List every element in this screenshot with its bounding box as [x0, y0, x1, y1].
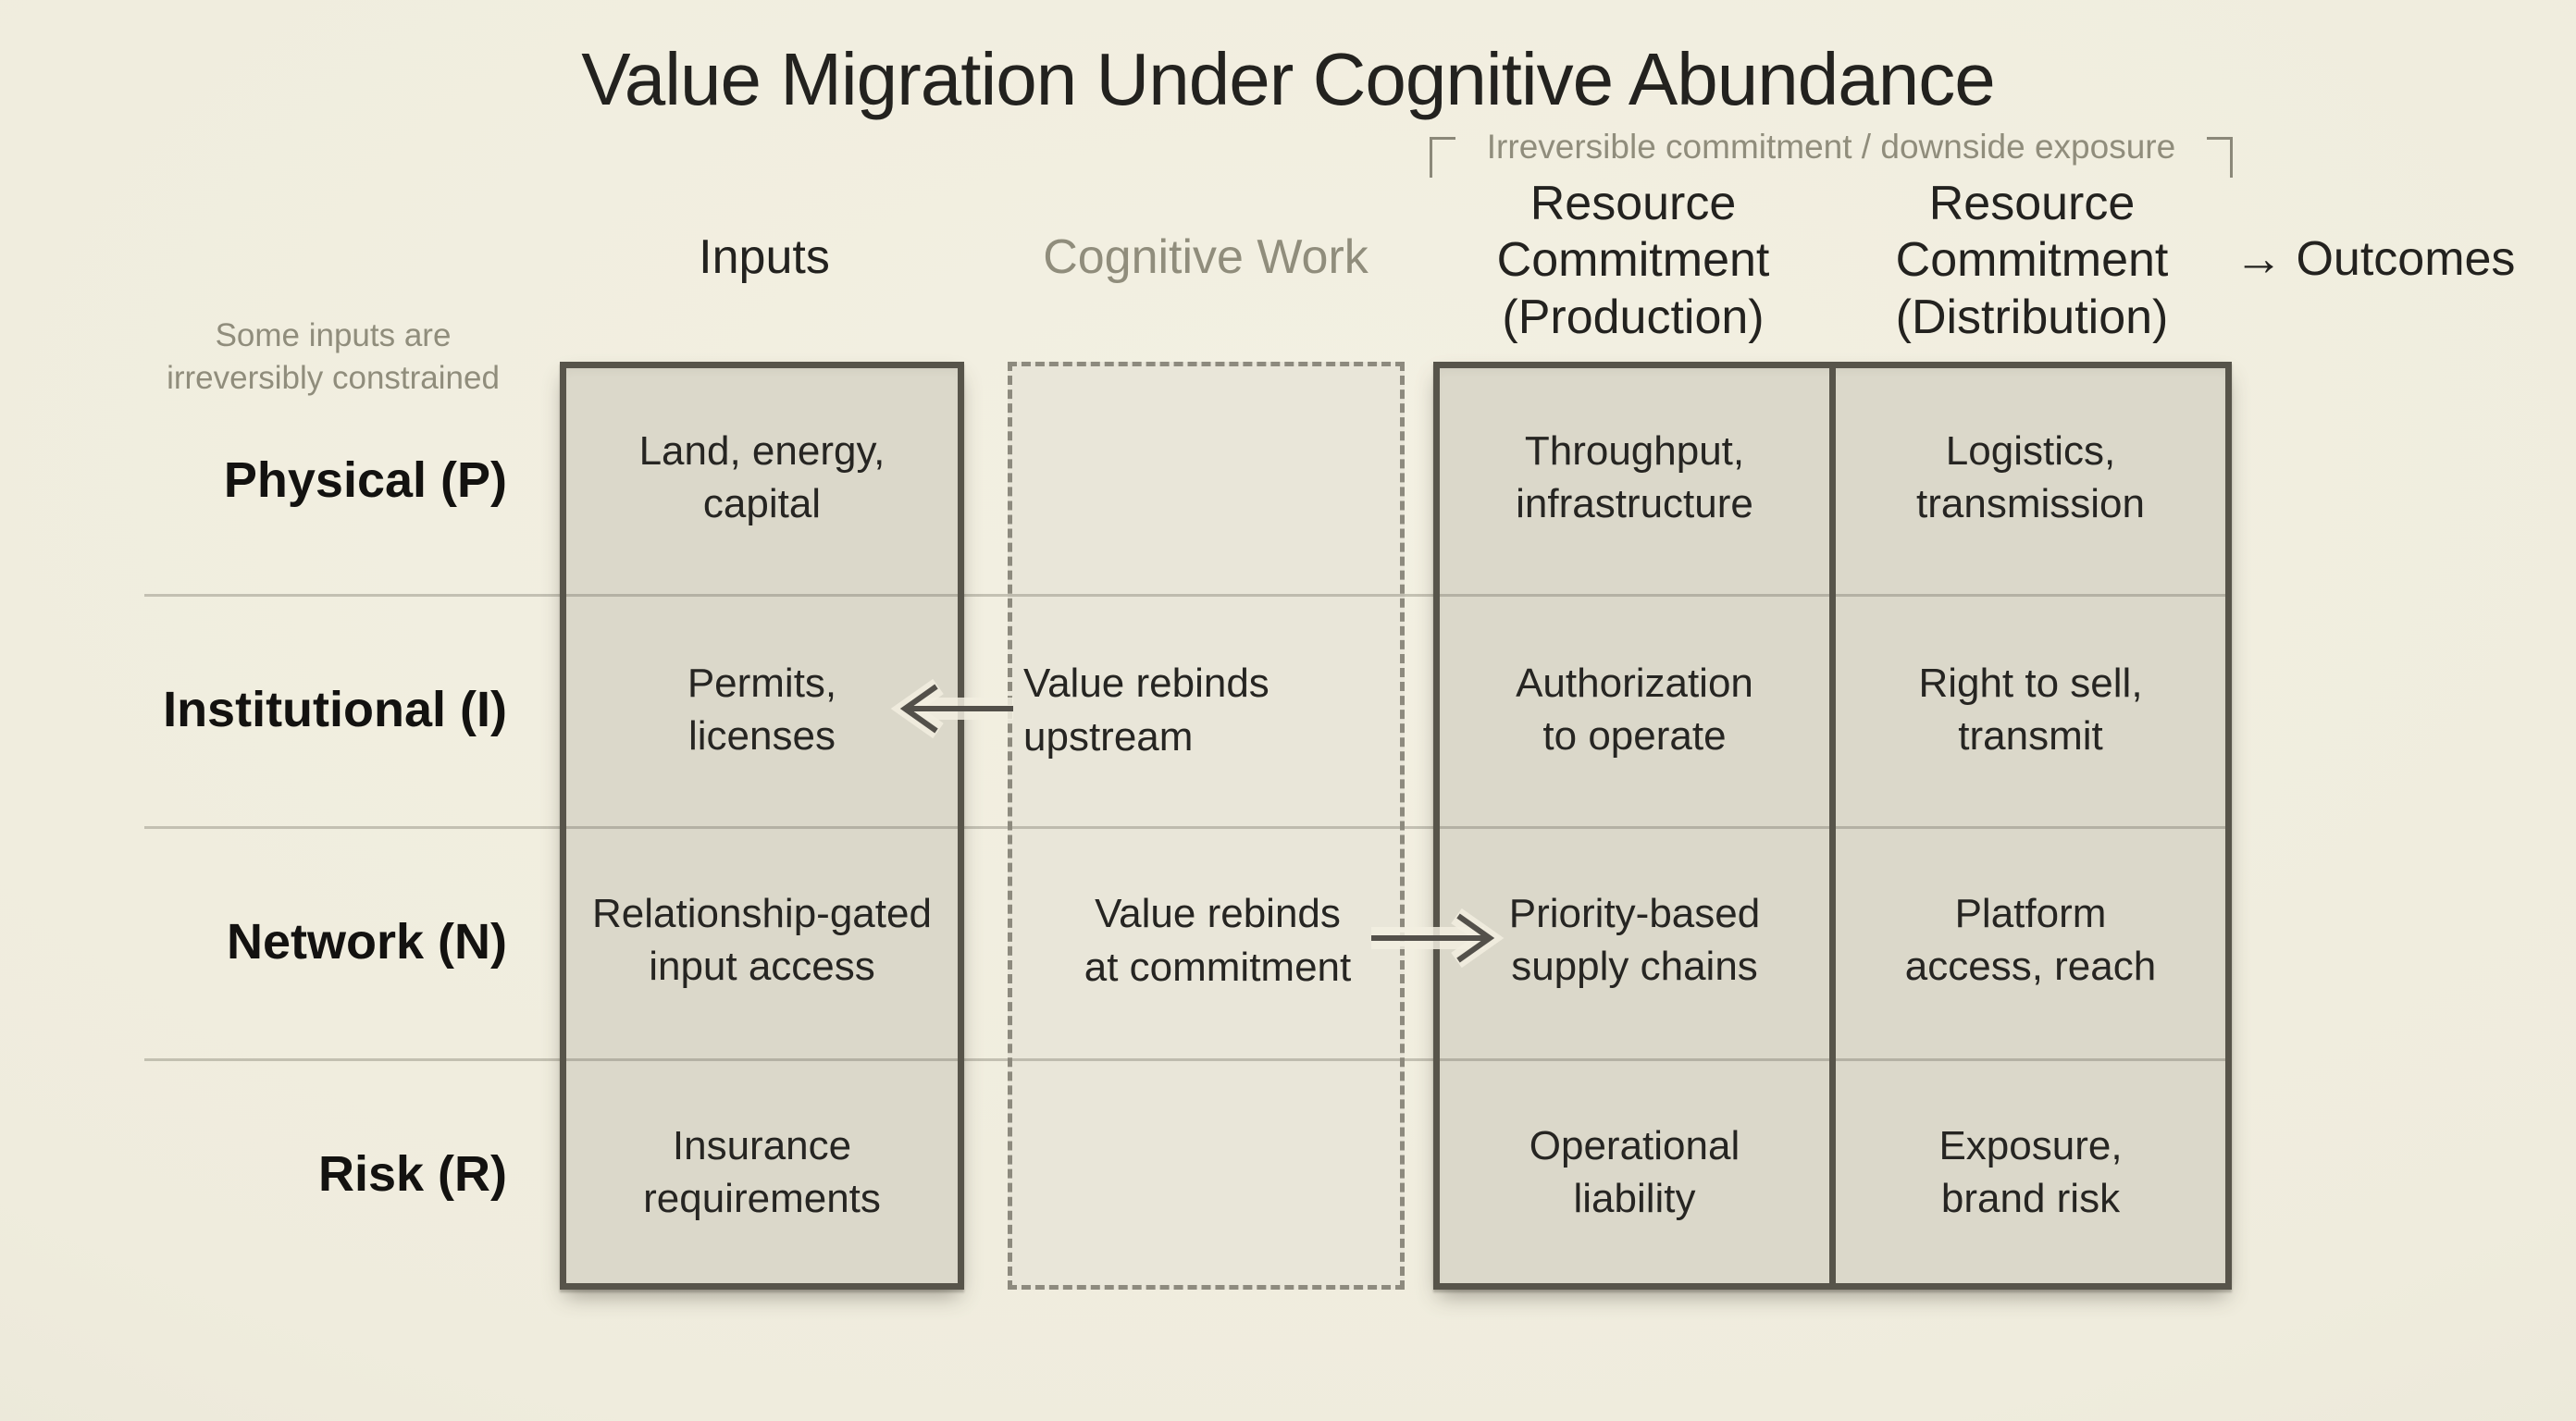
column-header-outcomes: → Outcomes: [2235, 231, 2549, 288]
commitment-panel-border: [1433, 362, 2232, 1290]
bracket-left-corner-icon: [1430, 137, 1455, 178]
inputs-panel-border: [560, 362, 964, 1290]
cell-distribution-institutional: Right to sell, transmit: [1918, 660, 2143, 759]
row-label-risk: Risk (R): [317, 1146, 507, 1202]
bracket-label: Irreversible commitment / downside expos…: [1486, 128, 2176, 166]
cell-production-physical: Throughput, infrastructure: [1516, 427, 1753, 526]
flow-note-commitment: Value rebinds at commitment: [1084, 890, 1352, 990]
cell-distribution-physical: Logistics, transmission: [1916, 427, 2145, 526]
column-header-production: Resource Commitment (Production): [1496, 177, 1770, 344]
row-label-network: Network (N): [226, 914, 507, 970]
row-divider: [144, 826, 2228, 829]
cell-inputs-network: Relationship-gated input access: [592, 890, 932, 989]
column-header-inputs: Inputs: [699, 230, 830, 284]
row-divider: [144, 1058, 2228, 1061]
cell-production-network: Priority-based supply chains: [1508, 890, 1761, 989]
cell-distribution-risk: Exposure, brand risk: [1938, 1122, 2123, 1221]
cell-production-risk: Operational liability: [1529, 1122, 1740, 1221]
cell-distribution-network: Platform access, reach: [1904, 890, 2157, 989]
outcomes-arrow-icon: →: [2235, 232, 2283, 286]
column-header-cognitive-work: Cognitive Work: [1043, 230, 1368, 284]
inputs-panel: [560, 362, 964, 1290]
outcomes-label: Outcomes: [2296, 232, 2516, 286]
row-label-institutional: Institutional (I): [163, 682, 507, 737]
cell-production-institutional: Authorization to operate: [1516, 660, 1753, 759]
commitment-bracket: Irreversible commitment / downside expos…: [1430, 128, 2233, 178]
row-divider: [144, 594, 2228, 597]
commitment-arrow-icon: [1371, 908, 1505, 969]
cell-inputs-risk: Insurance requirements: [643, 1122, 881, 1221]
bracket-right-corner-icon: [2207, 137, 2233, 178]
side-note: Some inputs are irreversibly constrained: [167, 317, 500, 396]
cognitive-panel: [1008, 362, 1405, 1290]
column-header-distribution: Resource Commitment (Distribution): [1895, 177, 2169, 344]
page-title: Value Migration Under Cognitive Abundanc…: [581, 38, 1995, 120]
cell-inputs-physical: Land, energy, capital: [638, 427, 886, 526]
commitment-panel-divider: [1829, 368, 1836, 1283]
row-label-physical: Physical (P): [223, 452, 507, 508]
upstream-arrow-icon: [890, 678, 1013, 739]
flow-note-upstream: Value rebinds upstream: [1023, 660, 1269, 760]
cell-inputs-institutional: Permits, licenses: [687, 660, 837, 759]
cognitive-panel-border: [1008, 362, 1405, 1290]
